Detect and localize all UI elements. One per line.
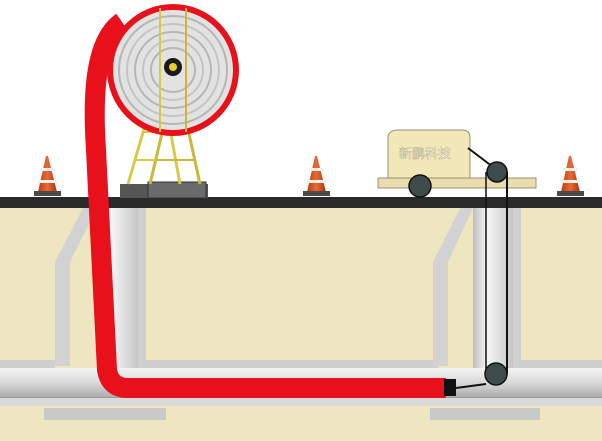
pulley-icon	[484, 362, 508, 386]
pulley-icon	[486, 161, 508, 183]
traffic-cone-icon	[557, 156, 584, 196]
liner-end-cap	[444, 379, 456, 396]
cable-reel-icon	[107, 4, 239, 136]
traffic-cone-icon	[34, 156, 61, 196]
winch-brand-label: 新鹏科技	[399, 146, 451, 162]
road-surface	[0, 197, 602, 208]
winch-cable	[455, 172, 508, 389]
liner-hose	[84, 13, 446, 398]
winch-truck-icon: 新鹏科技	[377, 129, 537, 198]
truck-wheel	[408, 174, 432, 198]
traffic-cone-icon	[303, 156, 330, 196]
